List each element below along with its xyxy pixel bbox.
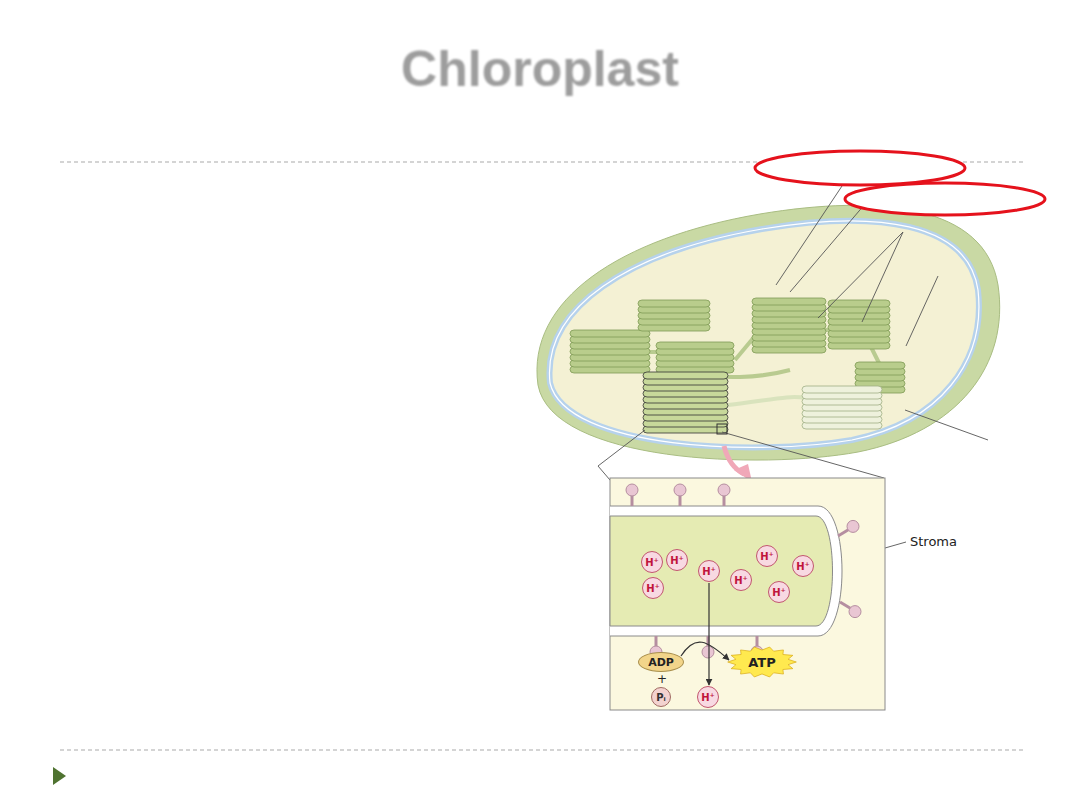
membrane-proteins [626,484,861,658]
proton-text: H⁺ [646,583,660,594]
adp-ellipse: ADP [638,652,684,672]
proton-text: H⁺ [701,692,715,703]
bullet-triangle [53,767,66,785]
proton-circle: H⁺ [768,581,790,603]
proton-text: H⁺ [796,561,810,572]
outer-membrane [537,205,1000,460]
proton-circle: H⁺ [642,577,664,599]
proton-text: H⁺ [772,587,786,598]
reaction-arrow [681,642,729,660]
thylakoid-membrane [610,506,842,636]
molecule-text: ATP [748,655,775,670]
reaction-arrow [708,583,709,685]
protein-head [702,646,714,658]
inset-panel [610,478,885,710]
phosphate-circle: Pᵢ [651,687,671,707]
thylakoid-disc [570,330,650,337]
proton-text: H⁺ [670,555,684,566]
protein-head [626,484,638,496]
proton-circle: H⁺ [666,549,688,571]
blank-label-ellipse [845,183,1045,215]
proton-text: H⁺ [645,557,659,568]
proton-text: H⁺ [734,575,748,586]
thylakoid-disc [855,362,905,369]
proton-circle: H⁺ [641,551,663,573]
protein-head [849,606,861,618]
molecule-text: Pᵢ [656,692,666,703]
grana-stacks [570,298,905,433]
thylakoid-disc [638,300,710,307]
stroma-label: Stroma [910,534,957,549]
slide-title: Chloroplast [0,40,1080,98]
proton-circle: H⁺ [792,555,814,577]
molecule-text: ADP [648,656,674,669]
thylakoid-disc [656,342,734,349]
thylakoid-disc [802,386,882,393]
proton-circle: H⁺ [698,560,720,582]
thylakoid-disc [643,372,728,379]
protein-head [674,484,686,496]
thylakoid-disc [752,298,826,305]
plus-sign: + [657,672,667,686]
proton-circle: H⁺ [756,545,778,567]
protein-head [718,484,730,496]
thylakoid-disc [828,300,890,307]
blank-label-ellipse [755,151,965,185]
thylakoid-lumen [610,516,833,626]
protein-head [847,520,859,532]
proton-text: H⁺ [702,566,716,577]
proton-circle: H⁺ [697,686,719,708]
proton-text: H⁺ [760,551,774,562]
atp-starburst: ATP [727,646,797,678]
divider-line [60,749,1025,750]
proton-circle: H⁺ [730,569,752,591]
zoom-box [717,424,727,434]
